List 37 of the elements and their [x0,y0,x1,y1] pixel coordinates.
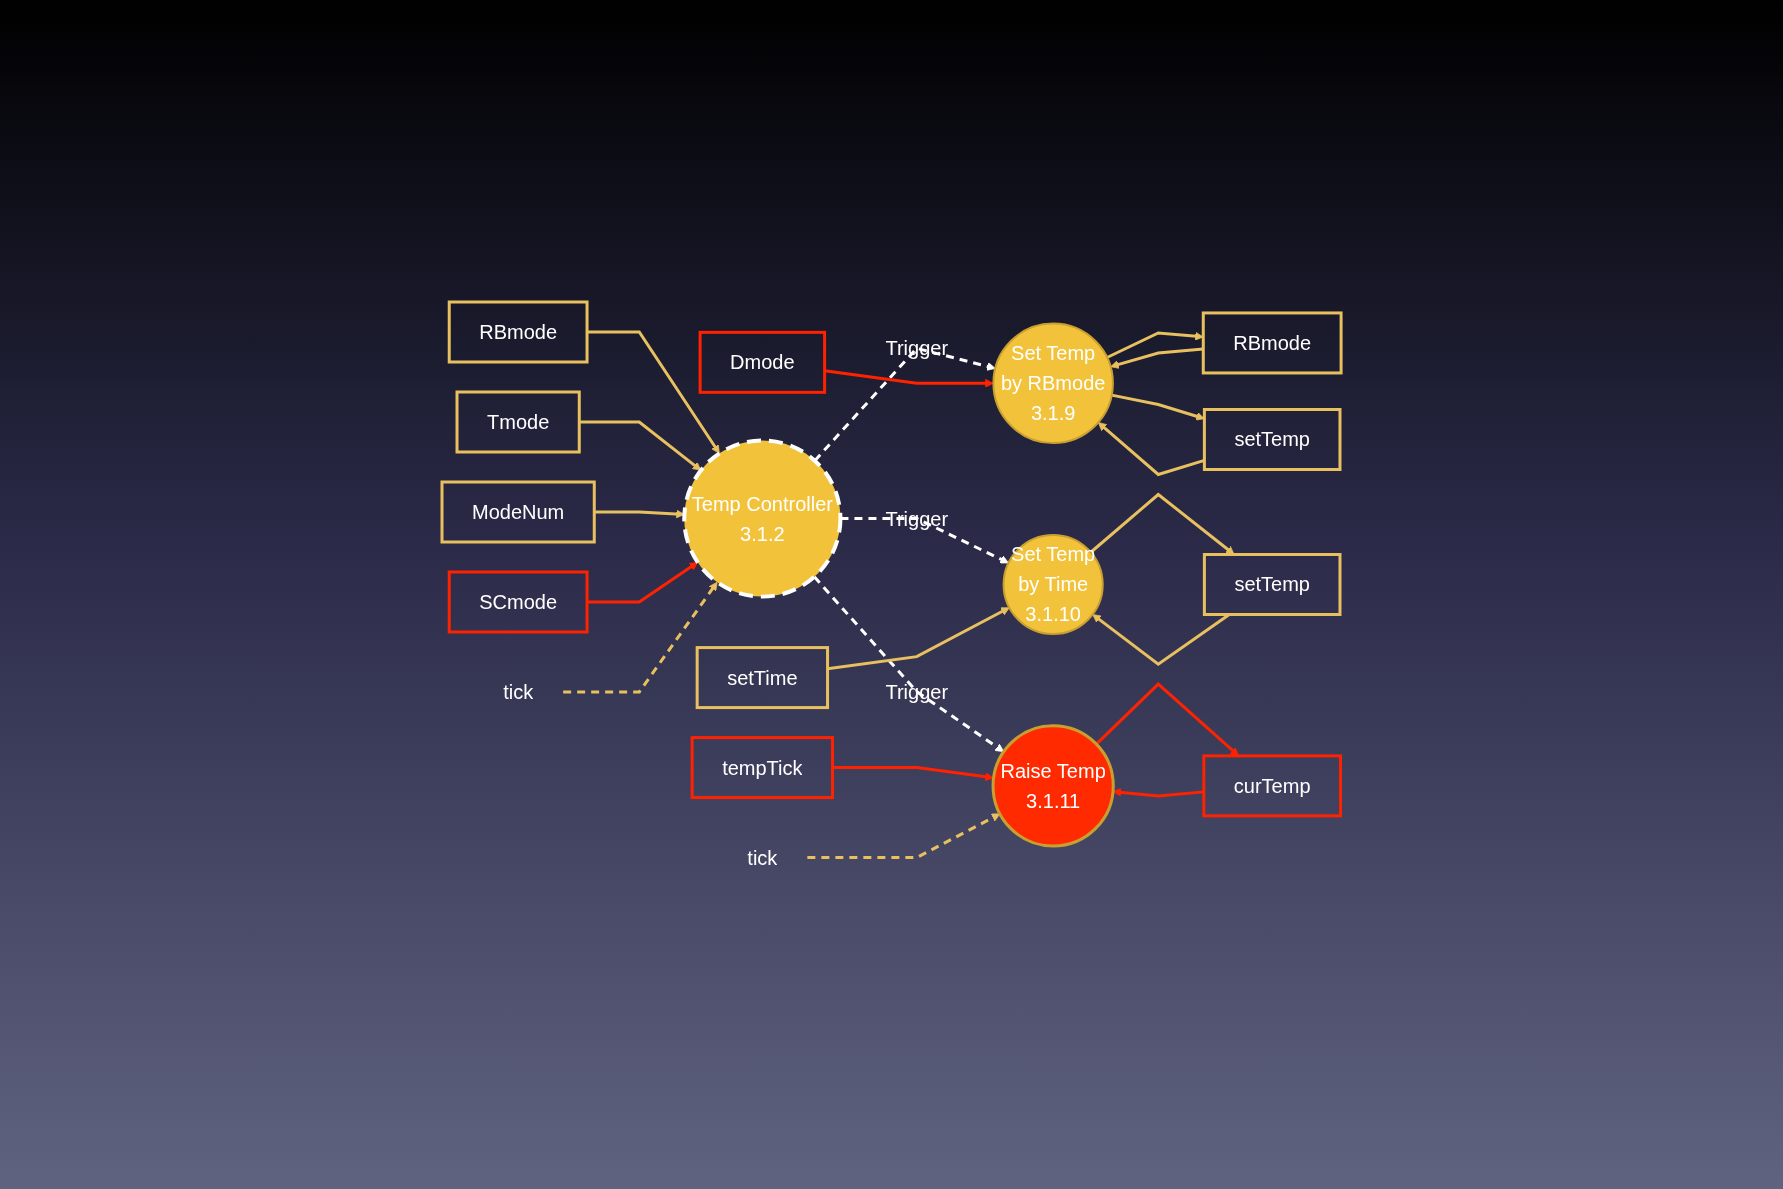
node-circle: Set Temp by RBmode 3.1.9 [992,322,1114,444]
arrow [1089,492,1235,555]
node-box: SCmode [447,570,589,634]
arrow [1092,612,1231,666]
node-circle: Raise Temp 3.1.11 [991,723,1115,848]
arrow [813,346,996,462]
node-box: setTemp [1202,552,1342,616]
arrow [587,330,720,454]
node-box: curTemp [1202,754,1342,818]
node-text: tick [503,680,534,703]
node-box: setTemp [1202,407,1342,471]
node-circle: Set Temp by Time 3.1.10 [1002,533,1104,635]
arrow [813,575,1005,752]
arrow [1106,331,1204,359]
node-text: tick [747,846,778,869]
node-box: RBmode [1201,311,1343,375]
arrow [1111,393,1205,421]
node-box: Dmode [698,330,827,394]
arrow [832,765,994,781]
arrow [563,581,718,694]
arrow [1112,787,1204,798]
node-box: ModeNum [440,480,596,544]
arrow [1097,421,1205,476]
node-box: tempTick [690,735,834,799]
arrow [587,561,699,604]
arrow [827,606,1010,670]
arrow [824,369,994,388]
arrow [1110,347,1204,369]
edge-label: Trigger [885,337,948,359]
arrow [579,420,702,471]
node-box: setTime [695,645,829,709]
node-box: Tmode [455,390,581,454]
node-circle: Temp Controller 3.1.2 [682,438,843,599]
arrow [807,813,1001,859]
node-box: RBmode [447,300,589,364]
arrow [1095,681,1239,756]
edge-label: Trigger [885,680,948,703]
